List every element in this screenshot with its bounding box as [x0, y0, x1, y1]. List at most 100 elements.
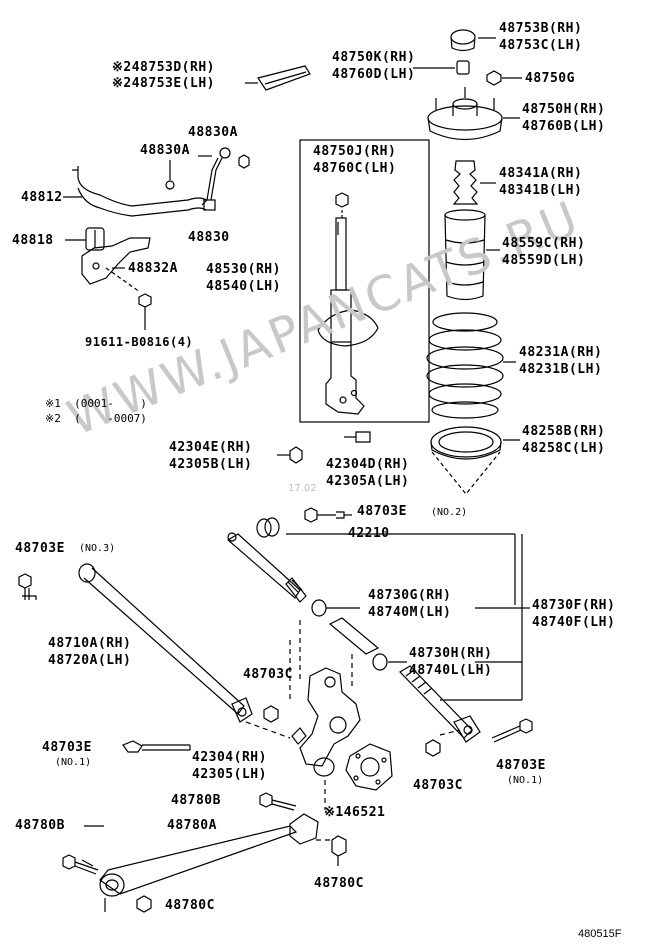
shock-absorber — [317, 192, 379, 415]
label-48703C-top: 48703C — [243, 667, 293, 682]
figure-id: 480515F — [578, 928, 622, 940]
label-48760C: 48760C(LH) — [313, 161, 397, 176]
label-48780C-left: 48780C — [165, 898, 215, 913]
label-48258B: 48258B(RH) — [522, 424, 606, 439]
spring-insulator — [430, 426, 520, 495]
label-42305: 42305(LH) — [192, 767, 267, 782]
label-48231A: 48231A(RH) — [519, 345, 603, 360]
label-48750K: 48750K(RH) — [332, 50, 416, 65]
bolt-no1-right — [491, 718, 533, 743]
label-48703E-no3: 48703E — [15, 541, 65, 556]
nut-48703C-left — [263, 705, 279, 723]
label-48258C: 48258C(LH) — [522, 441, 606, 456]
rear-axle-carrier — [291, 667, 361, 777]
label-48830A-mid: 48830A — [140, 143, 190, 158]
label-42305A: 42305A(LH) — [326, 474, 410, 489]
label-48740M: 48740M(LH) — [368, 605, 452, 620]
label-48703E-no1-left: 48703E — [42, 740, 92, 755]
label-48730F: 48730F(RH) — [532, 598, 616, 613]
note-1: ※1 (0001- ) — [45, 397, 147, 410]
strut-upper-cap — [450, 29, 496, 52]
label-48812: 48812 — [21, 190, 63, 205]
label-no1-right: (NO.1) — [507, 775, 544, 786]
strut-mounting-support — [427, 87, 520, 140]
label-no2: (NO.2) — [431, 507, 468, 518]
label-48760B: 48760B(LH) — [522, 119, 606, 134]
bolt-no3 — [18, 573, 37, 600]
hub-plate-46521 — [345, 743, 393, 791]
label-48830A-top: 48830A — [188, 125, 238, 140]
label-48730H: 48730H(RH) — [409, 646, 493, 661]
bolt-no1-left — [122, 740, 191, 753]
note-2: ※2 ( -0007) — [45, 412, 147, 425]
stabilizer-bushing — [65, 227, 105, 251]
coil-spring — [426, 312, 516, 419]
trailing-arm — [81, 813, 319, 912]
label-48760D: 48760D(LH) — [332, 67, 416, 82]
assembly-lines — [245, 620, 461, 841]
label-48740L: 48740L(LH) — [409, 663, 493, 678]
label-48750G: 48750G — [525, 71, 575, 86]
nut-48780C-upper — [331, 835, 347, 866]
strut-nut — [486, 70, 522, 86]
label-42305B: 42305B(LH) — [169, 457, 253, 472]
shock-absorber-box — [299, 139, 430, 423]
label-48753B: 48753B(RH) — [499, 21, 583, 36]
lateral-link-42210 — [226, 532, 516, 605]
label-48703C-bottom: 48703C — [413, 778, 463, 793]
label-no1-left: (NO.1) — [55, 757, 92, 768]
label-48710A: 48710A(RH) — [48, 636, 132, 651]
bushing-48730G — [311, 599, 360, 617]
watermark-date: 17.02 — [288, 483, 317, 494]
label-48753C: 48753C(LH) — [499, 38, 583, 53]
lower-mount-bolt — [344, 431, 371, 443]
label-48540: 48540(LH) — [206, 279, 281, 294]
label-48740F: 48740F(LH) — [532, 615, 616, 630]
stabilizer-bracket — [81, 237, 151, 293]
upper-arm-bracket — [245, 65, 311, 91]
rear-link-right — [399, 665, 481, 743]
bracket-bolt — [138, 293, 152, 330]
label-48341A: 48341A(RH) — [499, 166, 583, 181]
label-48559C: 48559C(RH) — [502, 236, 586, 251]
label-48753D: ※248753D(RH) — [112, 60, 215, 75]
label-48750H: 48750H(RH) — [522, 102, 606, 117]
stabilizer-link — [165, 147, 250, 211]
stabilizer-bar — [63, 166, 207, 217]
label-48832A: 48832A — [128, 261, 178, 276]
label-48720A: 48720A(LH) — [48, 653, 132, 668]
lower-mount-nut — [277, 446, 303, 464]
lateral-link-48710A — [78, 563, 253, 723]
label-48231B: 48231B(LH) — [519, 362, 603, 377]
label-48559D: 48559D(LH) — [502, 253, 586, 268]
bushing-upper — [256, 517, 280, 538]
label-42304D: 42304D(RH) — [326, 457, 410, 472]
label-48730G: 48730G(RH) — [368, 588, 452, 603]
label-42304: 42304(RH) — [192, 750, 267, 765]
label-48780C-right: 48780C — [314, 876, 364, 891]
bolt-no2 — [304, 507, 352, 523]
label-42210: 42210 — [348, 526, 390, 541]
bump-stopper — [452, 160, 496, 205]
label-48703E-no2: 48703E — [357, 504, 407, 519]
sleeve-48730H — [328, 617, 380, 655]
strut-bushing — [413, 60, 470, 75]
label-48830: 48830 — [188, 230, 230, 245]
label-91611: 91611-B0816(4) — [85, 335, 194, 349]
label-48750J: 48750J(RH) — [313, 144, 397, 159]
label-46521: ※146521 — [324, 805, 386, 820]
bushing-48730H — [372, 653, 407, 671]
label-48780B-lower: 48780B — [15, 818, 65, 833]
bolt-48780B-upper — [259, 792, 297, 811]
label-48780A: 48780A — [167, 818, 217, 833]
link-bracket-lines — [440, 534, 530, 701]
label-no3: (NO.3) — [79, 543, 116, 554]
label-48703E-no1-right: 48703E — [496, 758, 546, 773]
label-48818: 48818 — [12, 233, 54, 248]
label-42304E: 42304E(RH) — [169, 440, 253, 455]
label-48530: 48530(RH) — [206, 262, 281, 277]
label-48780B-upper: 48780B — [171, 793, 221, 808]
nut-48703C-right — [425, 739, 441, 757]
